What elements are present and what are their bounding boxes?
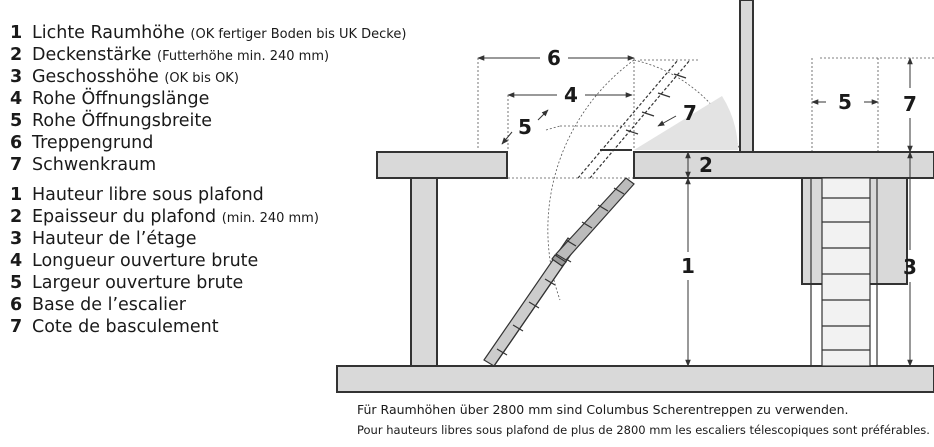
swing-area [634,96,738,150]
legend-label: Longueur ouverture brute [32,251,259,271]
legend-note: (OK fertiger Boden bis UK Decke) [190,27,407,42]
legend-item-fr-2: 2 Epaisseur du plafond (min. 240 mm) [10,207,319,229]
legend-item-de-4: 4 Rohe Öffnungslänge [10,89,209,109]
legend-number: 3 [10,67,23,87]
legend-note: (min. 240 mm) [221,211,319,226]
legend-item-de-2: 2 Deckenstärke (Futterhöhe min. 240 mm) [10,45,329,67]
legend-label: Cote de basculement [32,317,219,337]
legend-item-fr-5: 5 Largeur ouverture brute [10,273,243,293]
dim-label-6: 6 [547,46,561,70]
legend-number: 6 [10,133,23,153]
legend-number: 4 [10,89,23,109]
legend-label: Deckenstärke [32,45,152,65]
legend-number: 4 [10,251,23,271]
dim-label-3: 3 [903,255,917,279]
legend-number: 5 [10,111,23,131]
legend-label: Epaisseur du plafond [32,207,217,227]
legend-label: Largeur ouverture brute [32,273,244,293]
legend-number: 2 [10,207,23,227]
legend-item-de-1: 1 Lichte Raumhöhe (OK fertiger Boden bis … [10,23,406,45]
dim-label-1: 1 [681,254,695,278]
legend-number: 2 [10,45,23,65]
dim-label-7-front: 7 [903,92,917,116]
legend-number: 3 [10,229,23,249]
legend-note: (OK bis OK) [164,71,239,86]
legend-item-de-3: 3 Geschosshöhe (OK bis OK) [10,67,239,89]
legend-item-fr-1: 1 Hauteur libre sous plafond [10,185,264,205]
legend-number: 7 [10,317,23,337]
note-fr: Pour hauteurs libres sous plafond de plu… [357,423,930,437]
note-de: Für Raumhöhen über 2800 mm sind Columbus… [357,402,849,417]
notes: Für Raumhöhen über 2800 mm sind Columbus… [357,400,930,440]
legend-number: 7 [10,155,23,175]
legend-number: 6 [10,295,23,315]
dim-label-5-front: 5 [838,90,852,114]
legend-label: Hauteur de l’étage [32,229,197,249]
legend-number: 1 [10,185,23,205]
legend-label: Base de l’escalier [32,295,186,315]
front-ladder [810,177,878,367]
legend-number: 1 [10,23,23,43]
legend-item-de-6: 6 Treppengrund [10,133,153,153]
legend-label: Hauteur libre sous plafond [32,185,264,205]
legend-label: Treppengrund [32,133,154,153]
legend-item-fr-7: 7 Cote de basculement [10,317,219,337]
legend-number: 5 [10,273,23,293]
legend-item-fr-6: 6 Base de l’escalier [10,295,186,315]
legend-label: Rohe Öffnungslänge [32,89,210,109]
dim-label-7-side: 7 [683,101,697,125]
dim-label-4: 4 [564,83,578,107]
side-ladder [483,59,691,367]
legend-item-fr-3: 3 Hauteur de l’étage [10,229,197,249]
legend-label: Lichte Raumhöhe [32,23,185,43]
legend-label: Geschosshöhe [32,67,159,87]
legend-label: Rohe Öffnungsbreite [32,111,213,131]
legend-note: (Futterhöhe min. 240 mm) [157,49,330,64]
dim-label-2: 2 [699,153,713,177]
legend-item-de-5: 5 Rohe Öffnungsbreite [10,111,212,131]
legend-item-fr-4: 4 Longueur ouverture brute [10,251,258,271]
legend-item-de-7: 7 Schwenkraum [10,155,156,175]
dim-label-5-side: 5 [518,115,532,139]
legend-label: Schwenkraum [32,155,157,175]
dimension-arrows [477,55,913,367]
building-structure [336,0,934,393]
